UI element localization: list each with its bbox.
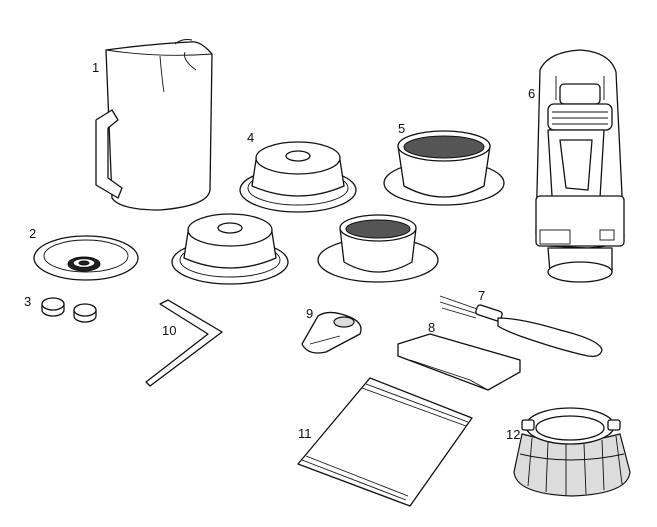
cleaning-tool bbox=[439, 295, 603, 358]
filter-basket-top-left bbox=[239, 141, 357, 213]
callout-7: 7 bbox=[478, 288, 485, 303]
callout-11: 11 bbox=[298, 426, 312, 441]
callout-9: 9 bbox=[306, 306, 313, 321]
milk-jug bbox=[95, 39, 213, 211]
cleaning-tablets bbox=[41, 297, 97, 323]
callout-1: 1 bbox=[92, 60, 99, 75]
allen-key bbox=[145, 299, 223, 387]
callout-10: 10 bbox=[162, 323, 176, 338]
filter-basket-top-right bbox=[383, 130, 505, 206]
callout-12: 12 bbox=[506, 427, 520, 442]
callout-2: 2 bbox=[29, 226, 36, 241]
callout-4: 4 bbox=[247, 130, 254, 145]
callout-8: 8 bbox=[428, 320, 435, 335]
seal-disc bbox=[33, 235, 139, 281]
razor-card bbox=[397, 333, 521, 391]
cleaning-bag bbox=[297, 377, 473, 507]
filter-basket-bottom-right bbox=[317, 214, 439, 283]
clip-tool bbox=[301, 311, 362, 354]
callout-5: 5 bbox=[398, 121, 405, 136]
callout-3: 3 bbox=[24, 294, 31, 309]
grinder-attachment bbox=[535, 49, 625, 283]
filter-basket-bottom-left bbox=[171, 213, 289, 285]
callout-6: 6 bbox=[528, 86, 535, 101]
dosing-collar bbox=[513, 407, 631, 497]
